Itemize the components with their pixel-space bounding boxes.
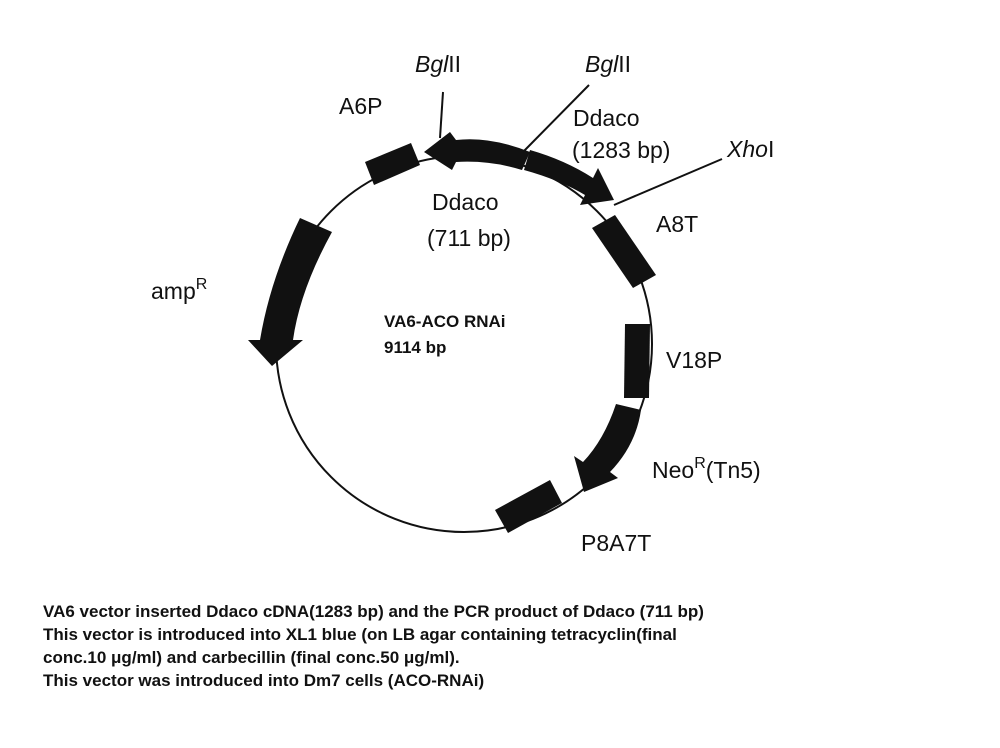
ddaco-1283-name-label: Ddaco [573,105,639,131]
a6p-label: A6P [339,93,382,119]
ampr-feature [248,218,332,366]
caption-line-4: This vector was introduced into Dm7 cell… [43,671,485,690]
p8a7t-feature [495,480,562,533]
caption-line-3: conc.10 μg/ml) and carbecillin (final co… [43,648,460,667]
plasmid-map: A6P BglII BglII Ddaco (1283 bp) XhoI Dda… [151,51,774,556]
bglii-right-site-line [522,84,590,153]
ddaco-711-arrow [424,132,530,170]
a6p-feature [365,143,420,185]
bglii-left-site-line [439,91,444,139]
xhoi-label: XhoI [726,136,774,162]
neor-feature [574,404,641,492]
caption-line-1: VA6 vector inserted Ddaco cDNA(1283 bp) … [43,602,704,621]
figure-caption: VA6 vector inserted Ddaco cDNA(1283 bp) … [43,600,983,692]
plasmid-size: 9114 bp [384,338,446,357]
v18p-label: V18P [666,347,722,373]
ddaco-1283-size-label: (1283 bp) [572,137,670,163]
xhoi-site-line [613,158,723,206]
p8a7t-label: P8A7T [581,530,651,556]
a8t-label: A8T [656,211,698,237]
neor-label: NeoR(Tn5) [652,455,761,483]
plasmid-name: VA6-ACO RNAi [384,312,506,331]
caption-line-2: This vector is introduced into XL1 blue … [43,625,677,644]
bglii-left-label: BglII [415,51,461,77]
ddaco-711-name-label: Ddaco [432,189,498,215]
a8t-feature [592,215,656,288]
ddaco-1283-feature [524,150,614,205]
bglii-right-label: BglII [585,51,631,77]
ddaco-711-size-label: (711 bp) [427,225,511,251]
ampr-label: ampR [151,276,207,304]
v18p-feature [624,324,650,398]
